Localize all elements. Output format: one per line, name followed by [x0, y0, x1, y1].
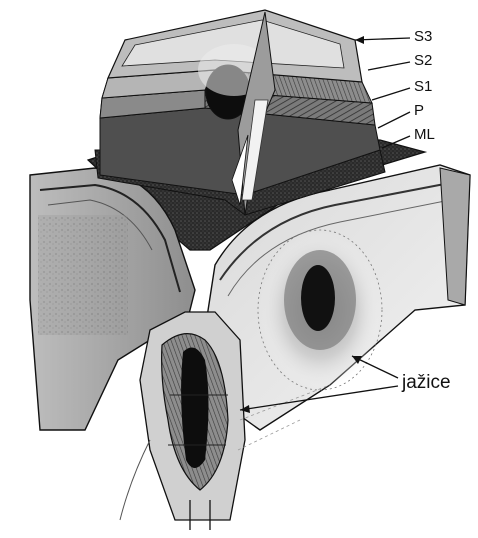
arrowhead-s3 [355, 36, 364, 44]
label-p: P [414, 102, 424, 119]
label-s1: S1 [414, 78, 432, 95]
label-pits: jažice [402, 372, 451, 394]
leader-p [378, 112, 410, 128]
leader-s2 [368, 62, 410, 70]
label-s2: S2 [414, 52, 432, 69]
leader-s1 [372, 88, 410, 100]
label-s3: S3 [414, 28, 432, 45]
layered-wall-block [95, 10, 385, 215]
label-ml: ML [414, 126, 435, 143]
pit [258, 230, 382, 390]
